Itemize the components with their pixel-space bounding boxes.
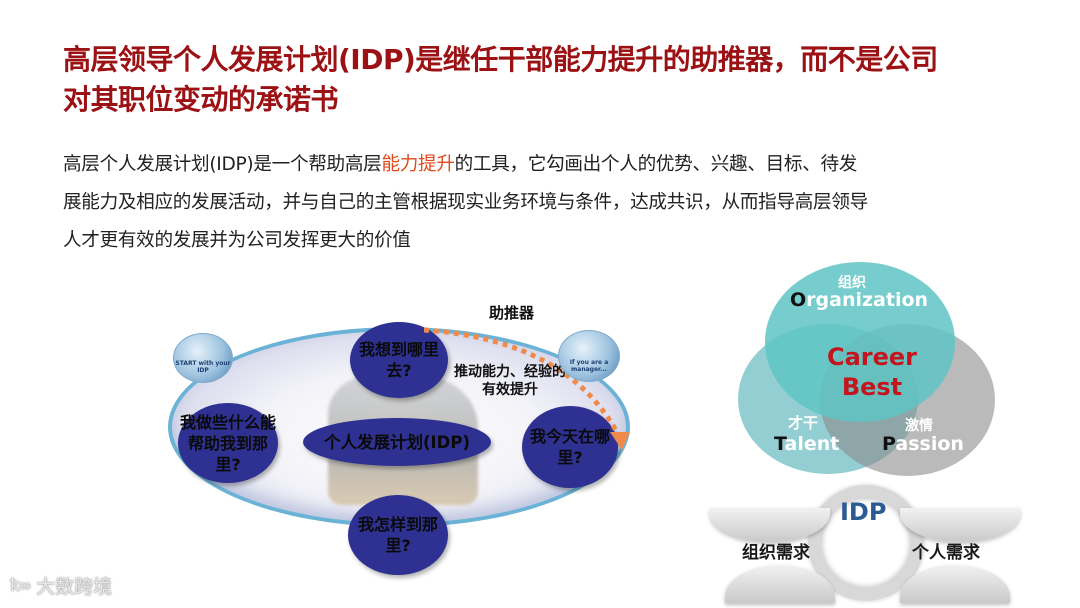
passion-cn-label: 激情 — [905, 418, 933, 434]
badge-start-text: START with your IDP — [175, 360, 231, 374]
best-text: Best — [841, 373, 903, 401]
bubble-where-to-go: 我想到哪里去? — [350, 322, 448, 398]
organization-en-label: Organization — [790, 289, 928, 311]
talent-cn-label: 才干 — [788, 414, 819, 432]
manager-badge-icon: If you are a manager... — [558, 330, 620, 382]
talent-rest: alent — [784, 433, 840, 455]
title-line-1: 高层领导个人发展计划(IDP)是继任干部能力提升的助推器，而不是公司 — [63, 43, 938, 76]
career-best-label: Career Best — [812, 342, 932, 402]
title-line-2: 对其职位变动的承诺书 — [63, 83, 339, 116]
organization-cn-label: 组织 — [838, 275, 866, 291]
passion-en-label: Passion — [882, 433, 964, 455]
passion-rest: assion — [895, 433, 964, 455]
intro-text: 高层个人发展计划(IDP)是一个帮助高层 — [63, 154, 382, 175]
watermark-logo-icon: ꝁ∞ — [10, 575, 32, 596]
intro-line-3: 人才更有效的发展并为公司发挥更大的价值 — [63, 230, 411, 251]
watermark: ꝁ∞ 大数跨境 — [10, 572, 112, 599]
bubble-what-to-do: 我做些什么能帮助我到那里? — [178, 403, 278, 483]
watermark-text: 大数跨境 — [36, 576, 113, 598]
intro-highlight: 能力提升 — [381, 154, 455, 175]
bubble-how-to-get-there: 我怎样到那里? — [348, 495, 448, 575]
badge-manager-text: If you are a manager... — [569, 359, 609, 373]
boost-label: 推动能力、经验的有效提升 — [454, 364, 566, 398]
personal-needs-label: 个人需求 — [912, 543, 980, 563]
start-idp-badge-icon: START with your IDP — [173, 333, 233, 383]
dotted-arrow-icon — [423, 327, 630, 450]
intro-line-2: 展能力及相应的发展活动，并与自己的主管根据现实业务环境与条件，达成共识，从而指导… — [63, 192, 868, 213]
idp-cycle-diagram: 我想到哪里去? 我做些什么能帮助我到那里? 个人发展计划(IDP) 我今天在哪里… — [160, 295, 640, 575]
initial-p: P — [882, 433, 896, 455]
venn-circle-organization — [765, 262, 955, 422]
initial-t: T — [774, 433, 785, 455]
career-text: Career — [826, 343, 918, 371]
clamp-idp-label: IDP — [840, 498, 887, 526]
idp-clamp-graphic: IDP 组织需求 个人需求 — [700, 480, 1030, 608]
slide-title: 高层领导个人发展计划(IDP)是继任干部能力提升的助推器，而不是公司 对其职位变… — [63, 40, 1043, 120]
bubble-where-today: 我今天在哪里? — [522, 406, 618, 488]
org-needs-label: 组织需求 — [742, 543, 810, 563]
bubble-idp-center: 个人发展计划(IDP) — [303, 418, 491, 466]
intro-text: 的工具，它勾画出个人的优势、兴趣、目标、待发 — [454, 154, 858, 175]
talent-en-label: Talent — [774, 433, 839, 455]
initial-o: O — [790, 289, 807, 311]
intro-line-1: 高层个人发展计划(IDP)是一个帮助高层能力提升的工具，它勾画出个人的优势、兴趣… — [63, 146, 1023, 184]
intro-paragraph: 高层个人发展计划(IDP)是一个帮助高层能力提升的工具，它勾画出个人的优势、兴趣… — [63, 146, 1023, 260]
pusher-label: 助推器 — [489, 304, 535, 322]
organization-rest: rganization — [806, 289, 929, 311]
career-venn-diagram: 组织 Organization Career Best 才干 Talent 激情… — [730, 262, 1010, 482]
